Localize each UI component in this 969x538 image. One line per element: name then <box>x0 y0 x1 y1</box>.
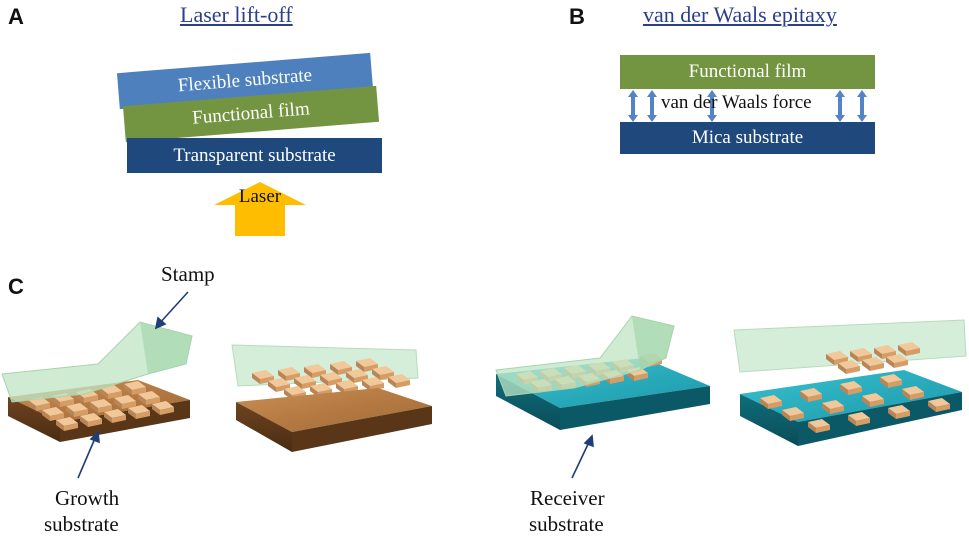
growth-label-line2: substrate <box>44 512 119 536</box>
growth-pointer-arrow <box>77 430 100 479</box>
panel-b-letter: B <box>569 4 585 29</box>
laser-arrow <box>214 182 306 236</box>
transfer-printing-illustration <box>1 291 967 479</box>
panel-a-title: Laser lift-off <box>180 2 293 27</box>
scene-3-receiver-with-stamp <box>495 315 710 430</box>
panel-a-letter: A <box>8 4 24 29</box>
mica-substrate-label: Mica substrate <box>691 127 804 148</box>
stamp-pointer-arrow <box>154 291 189 330</box>
scene-1-growth-with-stamp <box>1 321 193 442</box>
growth-label-line1: Growth <box>55 486 120 510</box>
functional-film-layer-b: Functional film <box>620 55 875 89</box>
receiver-pointer-arrow <box>571 434 594 479</box>
functional-film-label-b: Functional film <box>688 61 807 82</box>
scene-2-stamp-lifted <box>231 344 432 452</box>
receiver-label-line1: Receiver <box>530 486 605 510</box>
panel-c-letter: C <box>8 274 24 299</box>
laser-label: Laser <box>238 186 282 207</box>
transparent-substrate-label: Transparent substrate <box>173 145 336 166</box>
scene-4-printed-receiver <box>733 319 967 446</box>
transparent-substrate-layer: Transparent substrate <box>127 138 382 173</box>
mica-substrate-layer: Mica substrate <box>620 122 875 154</box>
panel-b-title: van der Waals epitaxy <box>643 2 837 27</box>
receiver-label-line2: substrate <box>529 512 604 536</box>
vdw-force-label: van der Waals force <box>661 92 812 113</box>
stamp-label: Stamp <box>161 262 215 286</box>
